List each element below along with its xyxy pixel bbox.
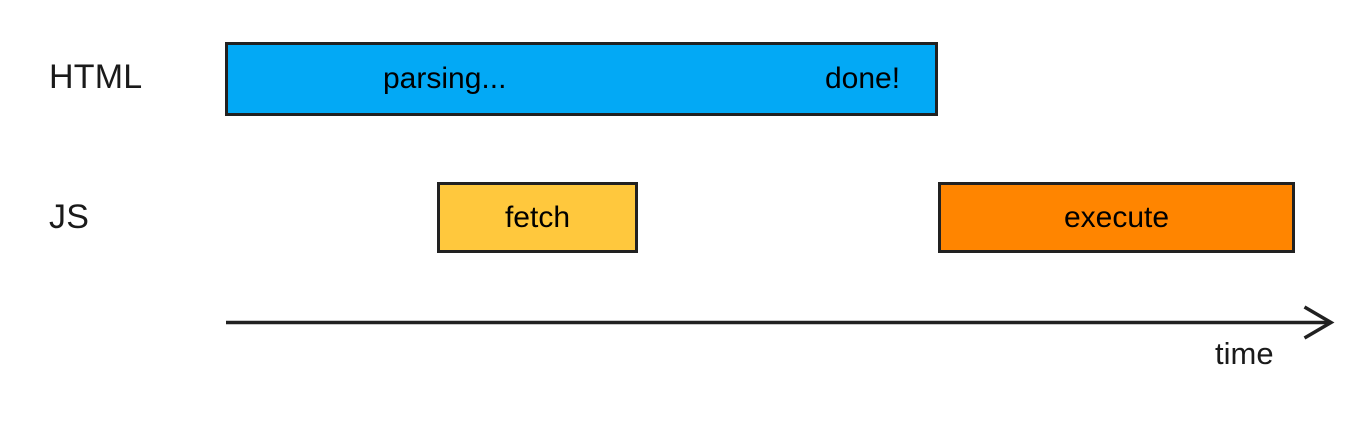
row-label-js: JS — [49, 198, 90, 236]
arrow-right-icon — [1303, 305, 1335, 340]
time-axis — [226, 305, 1335, 340]
time-axis-caption: time — [1215, 336, 1274, 371]
bar-label-done: done! — [825, 62, 901, 95]
bar-js-execute: execute — [938, 182, 1295, 253]
bar-js-fetch: fetch — [437, 182, 638, 253]
bar-label-parsing: parsing... — [383, 62, 507, 95]
row-label-html: HTML — [49, 58, 143, 96]
bar-label-execute: execute — [1063, 200, 1170, 234]
bar-html-parsing: parsing... done! — [225, 42, 938, 116]
bar-label-fetch: fetch — [504, 200, 571, 234]
